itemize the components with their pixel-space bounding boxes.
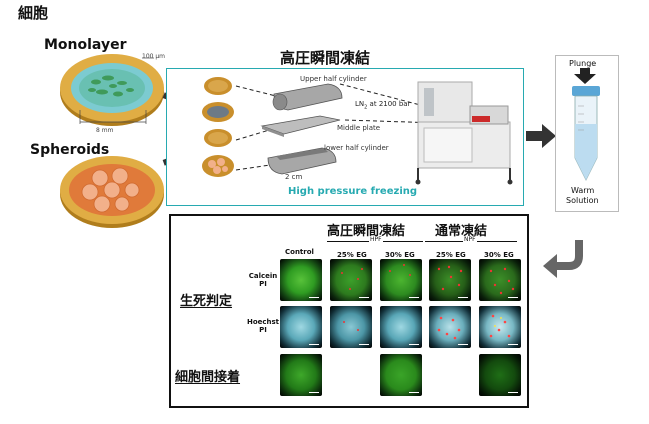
dim-2cm: 2 cm: [285, 173, 303, 181]
hpf-title: 高圧瞬間凍結: [280, 49, 371, 67]
img-adhesion-hpf30: [380, 354, 422, 396]
solution-label: Solution: [566, 196, 599, 205]
img-adhesion-npf30: [479, 354, 521, 396]
img-calcein-npf30: [479, 259, 521, 301]
col-hpf-25: 25% EG: [337, 251, 367, 259]
monolayer-label: Monolayer: [44, 37, 127, 53]
lower-half-label: lower half cylinder: [324, 144, 389, 152]
adhesion-label: 細胞間接着: [175, 370, 241, 385]
img-calcein-npf25: [429, 259, 471, 301]
warm-label: Warm: [571, 186, 595, 195]
cells-title: 細胞: [18, 4, 49, 22]
spheroids-label: Spheroids: [30, 142, 110, 158]
middle-plate-label: Middle plate: [337, 124, 381, 132]
col-control: Control: [285, 248, 314, 256]
img-hoechst-hpf30: [380, 306, 422, 348]
img-adhesion-control: [280, 354, 322, 396]
img-hoechst-npf30: [479, 306, 521, 348]
img-hoechst-npf25: [429, 306, 471, 348]
monolayer-dish: [58, 50, 166, 128]
viability-label: 生死判定: [180, 294, 233, 309]
npf-jp-header: 通常凍結: [435, 224, 488, 239]
spheroids-dish: [58, 150, 166, 230]
col-hpf-30: 30% EG: [385, 251, 415, 259]
col-npf-30: 30% EG: [484, 251, 514, 259]
scale-100um: 100 μm: [142, 53, 166, 60]
upper-half-label: Upper half cylinder: [300, 75, 367, 83]
scale-8mm: 8 mm: [96, 127, 114, 134]
hpf-english-label: High pressure freezing: [288, 186, 418, 197]
plunge-label: Plunge: [569, 59, 597, 68]
hpf-abbr: HPF: [369, 236, 383, 243]
col-npf-25: 25% EG: [436, 251, 466, 259]
img-calcein-hpf25: [330, 259, 372, 301]
npf-abbr: NPF: [463, 236, 477, 243]
hpf-jp-header: 高圧瞬間凍結: [327, 224, 406, 239]
img-calcein-hpf30: [380, 259, 422, 301]
img-hoechst-hpf25: [330, 306, 372, 348]
img-hoechst-control: [280, 306, 322, 348]
img-calcein-control: [280, 259, 322, 301]
ln2-label: LN2 at 2100 bar: [355, 100, 411, 111]
